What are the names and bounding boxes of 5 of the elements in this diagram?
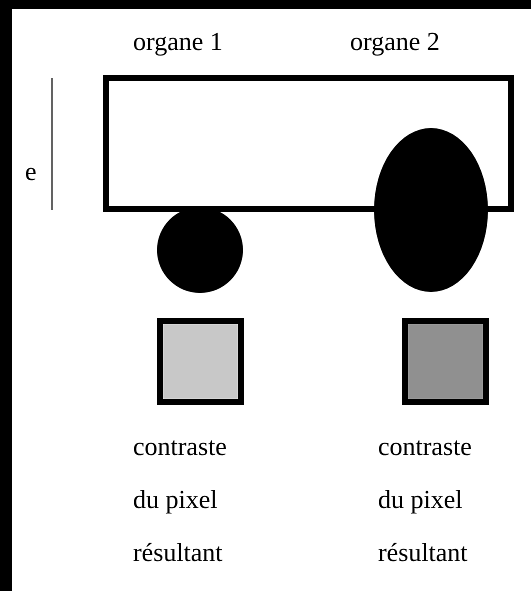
organ-label: organe 2 xyxy=(350,27,440,57)
pixel-caption: contraste du pixel résultant xyxy=(378,431,473,569)
organ-label: organe 1 xyxy=(133,27,223,57)
pixel-caption: contraste du pixel résultant xyxy=(133,431,228,569)
dimension-label: e xyxy=(25,157,37,187)
